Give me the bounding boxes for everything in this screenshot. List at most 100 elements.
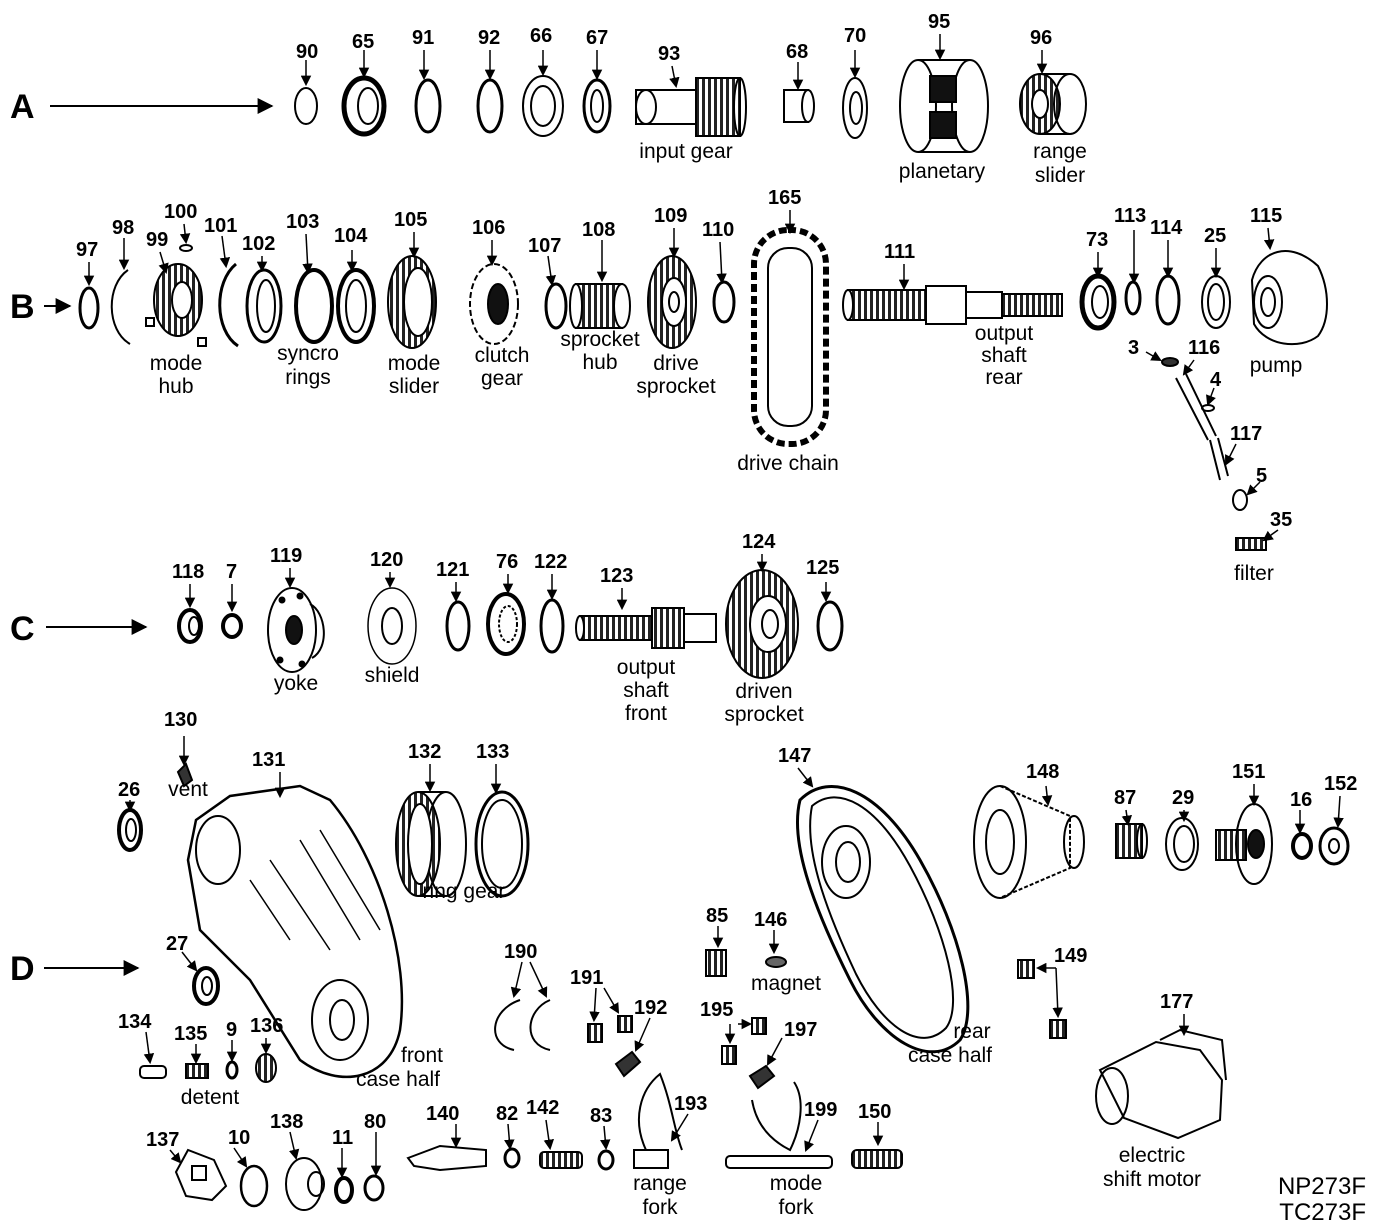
snap-ring-90 [294, 87, 318, 125]
snap-ring-125 [816, 600, 844, 652]
part-number-133: 133 [476, 741, 509, 763]
label-shield: shield [365, 664, 420, 687]
part-number-118: 118 [172, 561, 204, 583]
bushing-83 [597, 1149, 615, 1171]
part-number-109: 109 [654, 205, 687, 227]
strut-100 [179, 244, 193, 252]
o-ring-10 [239, 1164, 269, 1208]
input-gear-93 [635, 77, 747, 137]
part-number-26: 26 [118, 779, 140, 801]
output-shaft-front-123 [575, 607, 717, 649]
bearing-73 [1079, 273, 1117, 331]
seal-5 [1232, 489, 1248, 511]
seal-152 [1318, 826, 1350, 866]
part-number-35: 35 [1270, 509, 1292, 531]
bearing-65 [341, 75, 387, 137]
label-input-gear: input gear [639, 140, 732, 163]
output-shaft-rear-111 [842, 285, 1063, 325]
part-number-10: 10 [228, 1127, 250, 1149]
part-number-104: 104 [334, 225, 368, 247]
part-numbers: 90 65 91 92 66 67 93 68 70 95 96 97 98 9… [76, 11, 1357, 1151]
seal-29 [1165, 817, 1199, 871]
row-letter-b: B [10, 288, 35, 326]
sprocket-hub-108 [569, 283, 631, 329]
snap-ring-113 [1124, 280, 1142, 316]
part-number-25: 25 [1204, 225, 1226, 247]
part-number-108: 108 [582, 219, 615, 241]
part-number-107: 107 [528, 235, 561, 257]
part-number-117: 117 [1230, 423, 1262, 445]
spring-135 [185, 1063, 209, 1079]
shield-120 [367, 587, 417, 665]
label-detent: detent [181, 1086, 240, 1109]
snap-ring-97 [78, 286, 100, 330]
part-number-148: 148 [1026, 761, 1059, 783]
part-number-9: 9 [226, 1019, 237, 1041]
snap-ring-101 [218, 262, 239, 348]
bearing-87 [1115, 823, 1148, 859]
seal-118 [177, 608, 203, 644]
part-number-119: 119 [270, 545, 302, 567]
part-number-29: 29 [1172, 787, 1194, 809]
part-number-106: 106 [472, 217, 505, 239]
drive-sprocket-109 [647, 255, 697, 349]
part-number-165: 165 [768, 187, 801, 209]
part-number-87: 87 [1114, 787, 1136, 809]
part-number-92: 92 [478, 27, 500, 49]
part-number-96: 96 [1030, 27, 1052, 49]
vent-130 [176, 762, 194, 788]
part-number-190: 190 [504, 941, 537, 963]
row-letter-d: D [10, 950, 35, 988]
pickup-tube-116 [1175, 373, 1217, 441]
part-number-193: 193 [674, 1093, 707, 1115]
driven-sprocket-124 [725, 569, 799, 679]
snap-ring-133 [474, 790, 530, 898]
pump-115 [1250, 250, 1328, 346]
part-number-146: 146 [754, 909, 787, 931]
pad-197 [748, 1064, 776, 1090]
part-number-110: 110 [702, 219, 734, 241]
snap-ring-114 [1155, 274, 1181, 326]
label-magnet: magnet [751, 972, 821, 995]
part-number-76: 76 [496, 551, 518, 573]
pin-134 [139, 1065, 167, 1079]
model-code-np: NP273F [1278, 1173, 1366, 1200]
ring-gear-132 [395, 791, 467, 897]
part-number-125: 125 [806, 557, 839, 579]
part-number-121: 121 [436, 559, 469, 581]
part-number-114: 114 [1150, 217, 1183, 239]
part-number-124: 124 [742, 531, 776, 553]
snap-ring-91 [414, 78, 442, 134]
filter-35 [1235, 537, 1267, 551]
part-number-111: 111 [884, 241, 915, 263]
label-filter: filter [1234, 562, 1274, 585]
part-number-105: 105 [394, 209, 427, 231]
part-number-90: 90 [296, 41, 318, 63]
label-yoke: yoke [274, 672, 318, 695]
nut-7 [221, 613, 243, 639]
part-number-99: 99 [146, 229, 168, 251]
label-pump: pump [1250, 354, 1303, 377]
yoke-151 [1215, 803, 1273, 885]
range-slider-96 [1019, 73, 1087, 135]
part-number-3: 3 [1128, 337, 1139, 359]
model-code-tc: TC273F [1279, 1199, 1366, 1224]
seal-26 [117, 808, 143, 852]
part-number-5: 5 [1256, 465, 1267, 487]
label-vent: vent [168, 778, 208, 801]
part-number-70: 70 [844, 25, 866, 47]
shift-motor-177 [1095, 1028, 1227, 1140]
label-ring-gear: ring gear [423, 880, 506, 903]
snap-ring-121 [445, 600, 471, 652]
part-number-16: 16 [1290, 789, 1312, 811]
bearings-149 [1017, 959, 1067, 1039]
part-number-98: 98 [112, 217, 134, 239]
